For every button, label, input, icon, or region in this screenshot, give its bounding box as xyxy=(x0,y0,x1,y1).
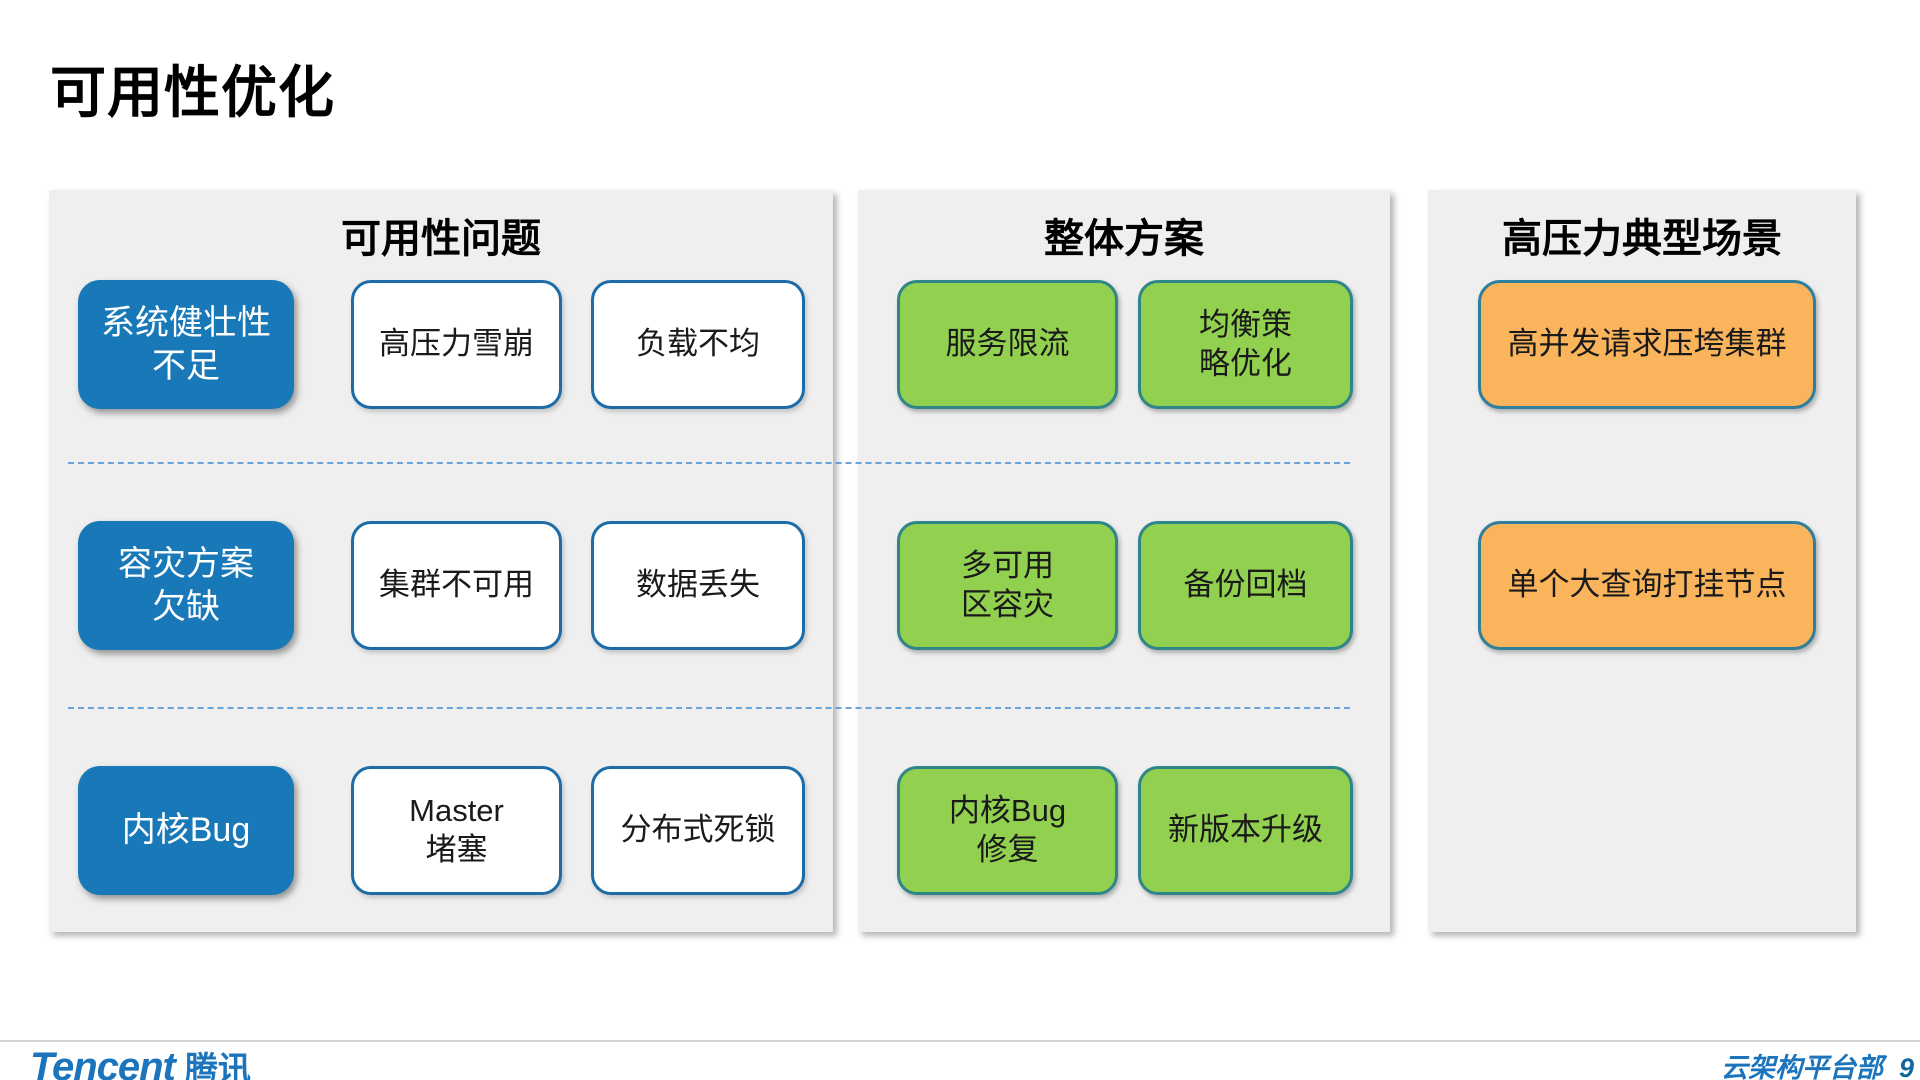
solution-box: 备份回档 xyxy=(1138,521,1353,650)
box-label: 负载不均 xyxy=(636,326,760,362)
footer-right: 云架构平台部 9 xyxy=(1721,1046,1914,1080)
panel-availability-problems: 可用性问题 系统健壮性 不足 高压力雪崩 负载不均容灾方案 欠缺 集群不可用 数据丢失内… xyxy=(49,190,833,932)
department-label: 云架构平台部 xyxy=(1720,1053,1883,1080)
tencent-logo-wordmark: Tencent xyxy=(30,1045,176,1080)
solution-box: 服务限流 xyxy=(897,280,1118,409)
box-label: 高压力雪崩 xyxy=(379,326,534,362)
problem-box: 集群不可用 xyxy=(351,521,562,650)
box-label: 高并发请求压垮集群 xyxy=(1507,326,1787,362)
solution-box: 内核Bug 修复 xyxy=(897,766,1118,895)
box-label: 数据丢失 xyxy=(636,567,760,603)
box-label: 单个大查询打挂节点 xyxy=(1507,567,1787,603)
box-label: 均衡策 略优化 xyxy=(1199,306,1292,381)
box-label: 备份回档 xyxy=(1183,567,1308,603)
box-label: 新版本升级 xyxy=(1168,812,1323,848)
problem-box: 数据丢失 xyxy=(591,521,805,650)
box-label: 内核Bug 修复 xyxy=(948,792,1067,867)
box-label: 集群不可用 xyxy=(379,567,534,603)
panel-overall-solution: 整体方案 服务限流 均衡策 略优化多可用 区容灾 备份回档内核Bug 修复 新版本升级 xyxy=(858,190,1390,932)
box-label: Master 堵塞 xyxy=(409,792,504,867)
page-number: 9 xyxy=(1898,1053,1914,1080)
box-label: 容灾方案 欠缺 xyxy=(118,545,254,626)
solution-box: 新版本升级 xyxy=(1138,766,1353,895)
panel-title: 可用性问题 xyxy=(341,217,541,261)
scenario-box: 高并发请求压垮集群 xyxy=(1478,280,1816,409)
footer-divider xyxy=(0,1040,1920,1042)
box-label: 服务限流 xyxy=(945,326,1070,362)
box-label: 分布式死锁 xyxy=(620,812,776,848)
problem-box: Master 堵塞 xyxy=(351,766,562,895)
scenario-box: 单个大查询打挂节点 xyxy=(1478,521,1816,650)
panel-title: 整体方案 xyxy=(1044,217,1204,261)
problem-category-box: 内核Bug xyxy=(78,766,294,895)
solution-box: 多可用 区容灾 xyxy=(897,521,1118,650)
problem-category-box: 系统健壮性 不足 xyxy=(78,280,294,409)
box-label: 多可用 区容灾 xyxy=(961,547,1054,622)
tencent-logo: Tencent 腾讯 xyxy=(30,1042,251,1080)
box-label: 系统健壮性 不足 xyxy=(101,304,271,385)
slide-title: 可用性优化 xyxy=(50,61,335,124)
tencent-logo-chinese: 腾讯 xyxy=(184,1050,251,1080)
box-label: 内核Bug xyxy=(121,811,251,850)
dashed-divider-bottom xyxy=(68,707,1350,709)
panel-title: 高压力典型场景 xyxy=(1502,217,1782,261)
solution-box: 均衡策 略优化 xyxy=(1138,280,1353,409)
problem-box: 负载不均 xyxy=(591,280,805,409)
panel-high-pressure-scenarios: 高压力典型场景 高并发请求压垮集群单个大查询打挂节点 xyxy=(1428,190,1856,932)
dashed-divider-top xyxy=(68,462,1350,464)
problem-box: 高压力雪崩 xyxy=(351,280,562,409)
problem-box: 分布式死锁 xyxy=(591,766,805,895)
problem-category-box: 容灾方案 欠缺 xyxy=(78,521,294,650)
